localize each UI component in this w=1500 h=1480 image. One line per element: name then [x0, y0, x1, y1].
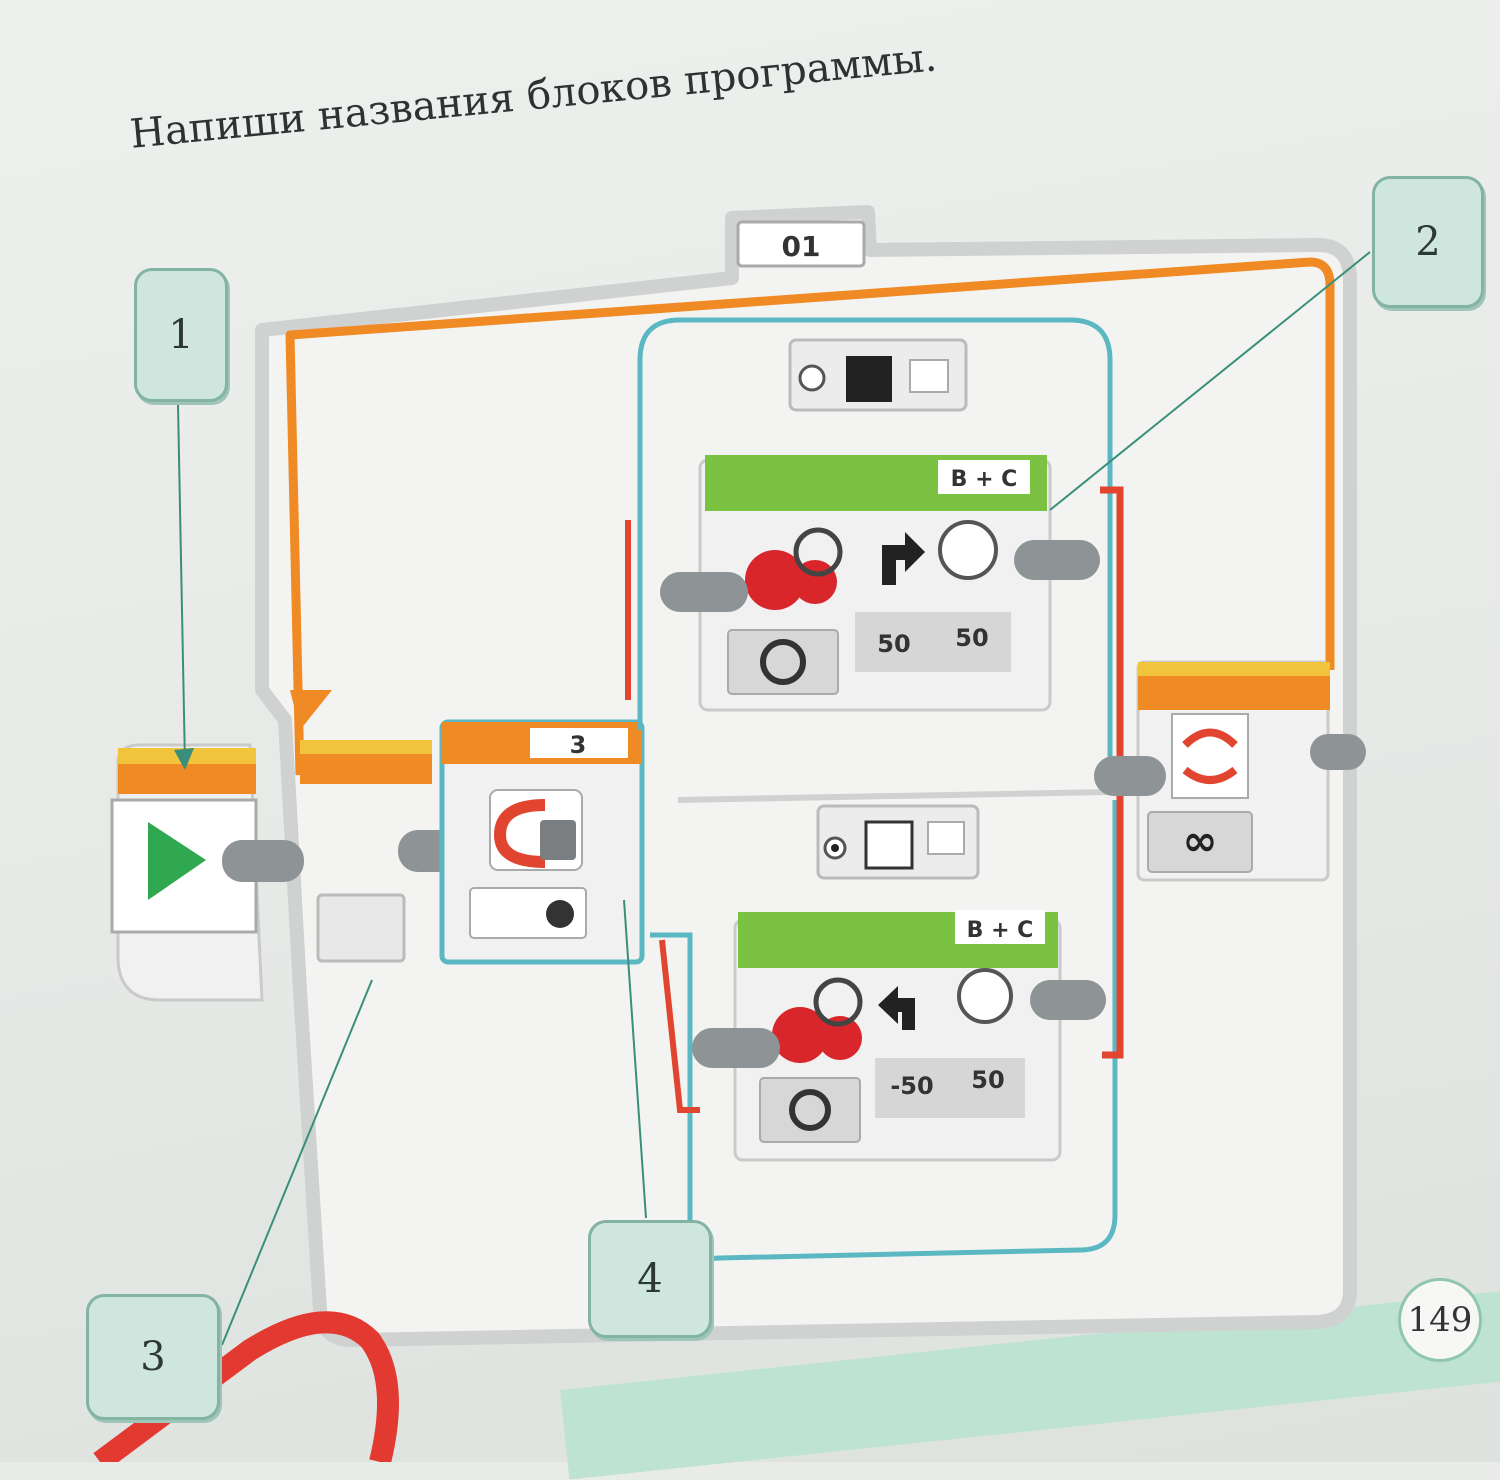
callout-3: 3 — [86, 1294, 220, 1420]
loop-wire-arrow — [290, 690, 332, 730]
move-steering-top: B + C 50 50 — [660, 455, 1100, 712]
steering-wheel-icon — [793, 527, 843, 577]
loop-label: 01 — [782, 230, 821, 263]
red-clip — [93, 1311, 399, 1462]
callout-2: 2 — [1372, 176, 1484, 308]
page-number: 149 — [1398, 1278, 1482, 1362]
steering-top: 50 — [877, 630, 910, 658]
speedometer-icon — [938, 520, 998, 580]
leader-line-1 — [177, 404, 186, 766]
loop-arrows-icon — [1182, 728, 1238, 784]
touch-sensor-icon — [493, 799, 546, 868]
infinity-icon: ∞ — [1183, 816, 1218, 865]
move-steering-bottom: B + C -50 50 — [692, 910, 1106, 1162]
turn-right-icon — [882, 532, 925, 585]
ports-bottom: B + C — [967, 918, 1034, 943]
mode-icon — [727, 629, 839, 695]
switch-value: 3 — [570, 731, 587, 759]
loop-interrupt-plug — [316, 893, 406, 963]
loop-label-tab — [736, 220, 866, 268]
power-top: 50 — [955, 624, 988, 652]
power-bottom: 50 — [971, 1066, 1004, 1094]
ports-top: B + C — [951, 467, 1018, 492]
leader-line-4 — [623, 899, 647, 1219]
callout-4: 4 — [588, 1220, 712, 1338]
play-icon — [148, 822, 206, 900]
turn-left-icon — [878, 986, 915, 1030]
loop-end-block: ∞ — [1094, 660, 1366, 882]
switch-branch-top — [637, 317, 1113, 780]
leader-line-3 — [221, 979, 373, 1346]
motor-icon — [745, 550, 805, 610]
leader-line-2 — [1049, 251, 1371, 511]
switch-block: 3 — [439, 719, 645, 965]
callout-1: 1 — [134, 268, 228, 402]
steering-bottom: -50 — [890, 1072, 933, 1100]
start-block — [110, 743, 304, 1002]
